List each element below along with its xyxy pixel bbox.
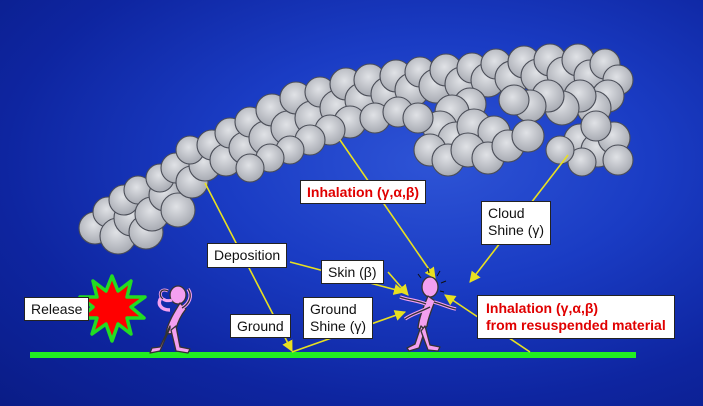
cloud-puff [235, 153, 265, 183]
cloud-puff [498, 84, 530, 116]
ground-shine-label: Ground Shine (γ) [303, 297, 374, 339]
release-label: Release [24, 297, 90, 321]
inhalation-resuspended-label: Inhalation (γ,α,β) from resuspended mate… [477, 295, 675, 339]
cloud-puff [602, 144, 634, 176]
cloud-puff [580, 110, 612, 142]
stick-figure-icon [149, 285, 192, 354]
inhalation-cloud-arrow [339, 139, 436, 279]
stick-figure-icon [399, 267, 457, 352]
inhalation-resuspended-line2: from resuspended material [486, 317, 666, 333]
cloud-puff [402, 102, 434, 134]
cloud-puff [545, 135, 575, 165]
ground-label: Ground [230, 314, 291, 338]
skin-label: Skin (β) [321, 260, 384, 284]
inhalation-resuspended-line1: Inhalation (γ,α,β) [486, 300, 599, 316]
plume-cloud-icon [78, 43, 634, 255]
cloud-shine-line2: Shine (γ) [488, 222, 545, 238]
cloud-shine-label: Cloud Shine (γ) [481, 201, 552, 245]
deposition-label: Deposition [207, 243, 288, 268]
cloud-puff [160, 192, 196, 228]
skin-arrow [387, 271, 409, 296]
inhalation-cloud-label: Inhalation (γ,α,β) [300, 180, 427, 204]
cloud-shine-line1: Cloud [488, 205, 525, 221]
explosion-burst-icon [78, 274, 147, 343]
ground-shine-line1: Ground [310, 301, 357, 317]
ground-shine-line2: Shine (γ) [310, 318, 367, 334]
cloud-puff [511, 119, 545, 153]
